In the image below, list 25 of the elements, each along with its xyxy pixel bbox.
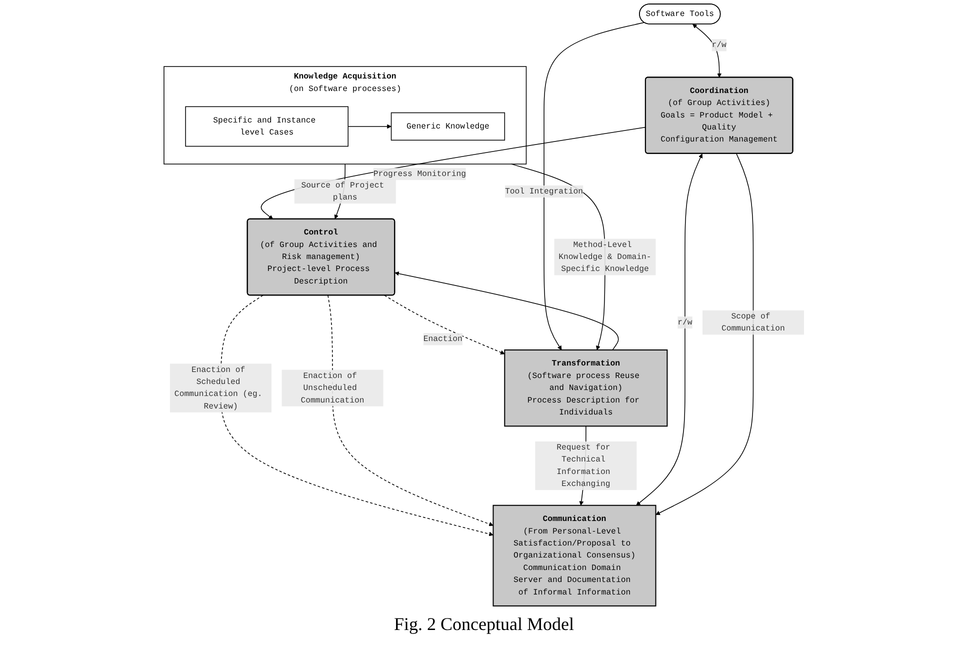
edge-label: Tool Integration	[505, 186, 584, 196]
arrow	[384, 294, 505, 354]
arrow	[394, 271, 619, 350]
node-box: Transformation (Software process Reuse and Navigation) Process Description for Individuals	[504, 349, 668, 427]
edge-label: Enaction of Scheduled Communication (eg. Review)	[174, 365, 262, 411]
edge-label: Progress Monitoring	[373, 169, 466, 179]
node-box: Communication (From Personal-Level Satisfaction/Proposal to Organizational Consensus) Communication Domain Server and Documentation of Informal Information	[492, 504, 656, 606]
edge-label: r/w	[712, 40, 726, 50]
node-box: Specific and Instance level Cases	[185, 106, 348, 147]
arrow	[328, 294, 494, 526]
edge-label: Enaction	[423, 334, 462, 344]
arrow	[656, 153, 754, 515]
arrow	[544, 22, 645, 350]
figure-caption: Fig. 2 Conceptual Model	[394, 614, 574, 635]
arrow	[636, 154, 703, 506]
edge-label: Method-Level Knowledge & Domain-Specific Knowledge	[558, 240, 652, 274]
arrow	[220, 294, 494, 536]
arrow	[348, 124, 392, 129]
edge-label: Source of Project plans	[301, 180, 384, 202]
edge-label: r/w	[678, 318, 692, 328]
node-box: Generic Knowledge	[390, 112, 506, 141]
edge-label: Request for Technical Information Exchanging	[556, 442, 610, 489]
edge-label: Enaction of Unscheduled Communication	[300, 371, 364, 405]
edge-label: Scope of Communication	[722, 312, 785, 334]
arrow	[692, 24, 722, 78]
